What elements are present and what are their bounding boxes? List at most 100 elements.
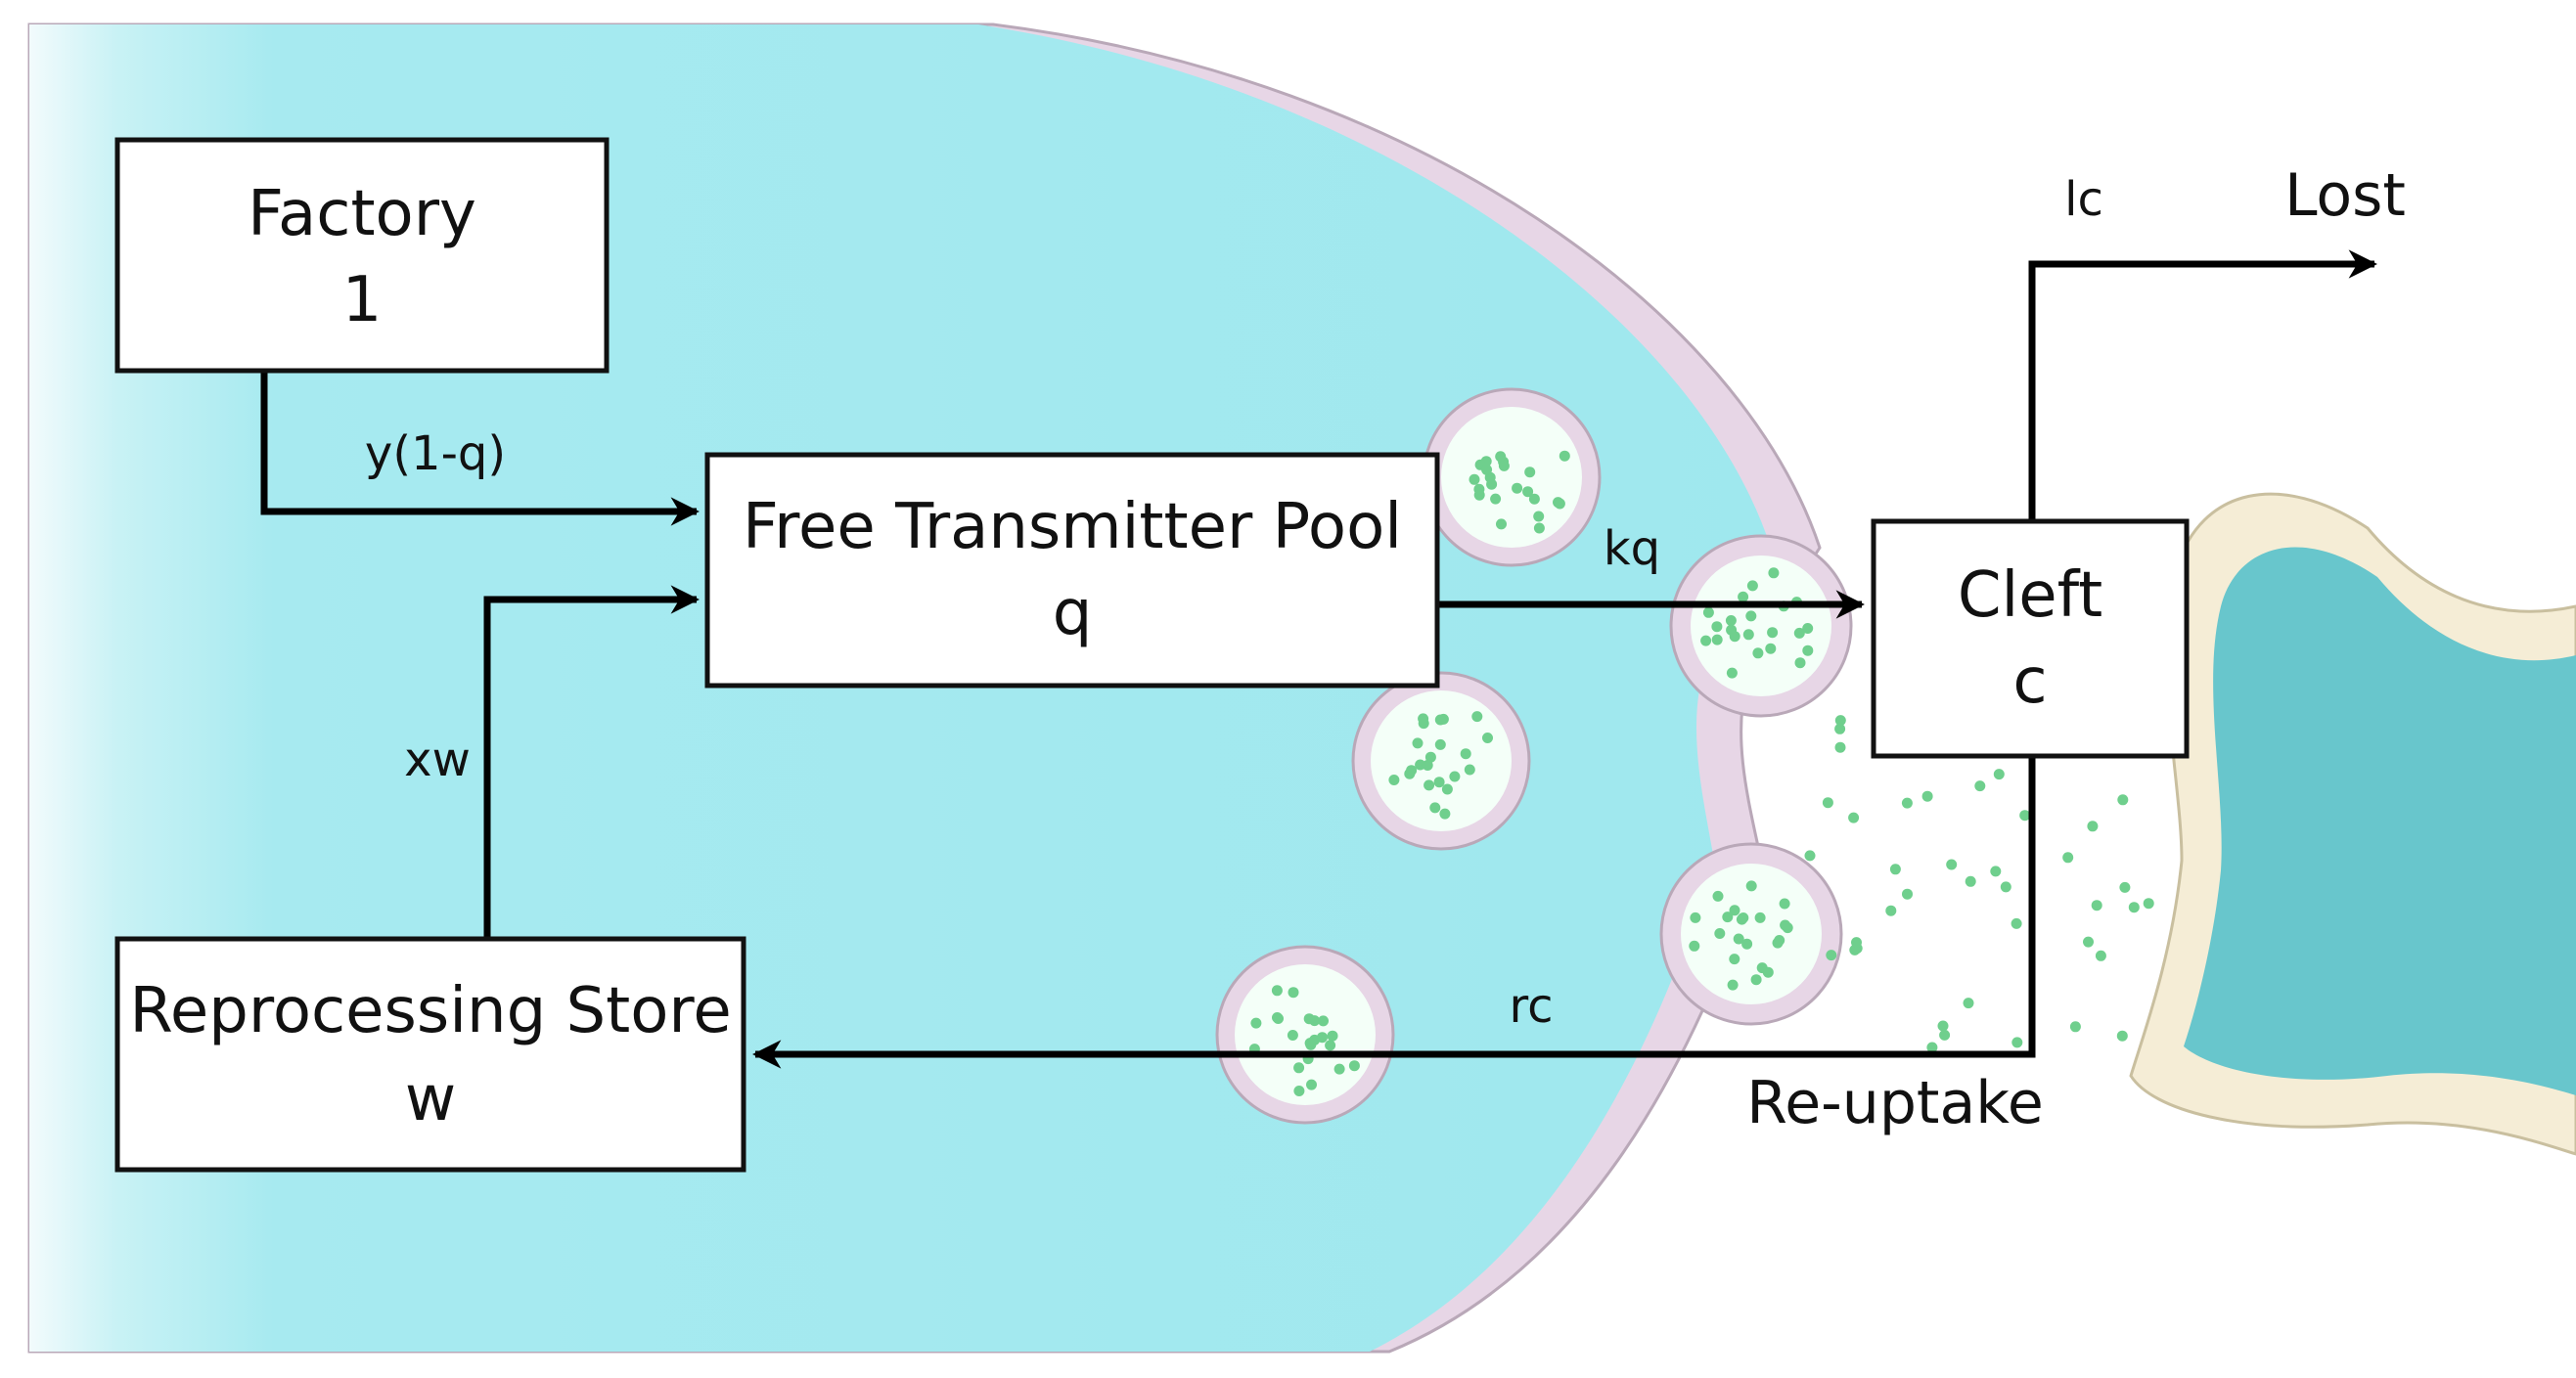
transmitter-dot [1293, 1086, 1305, 1096]
transmitter-dot [1272, 1012, 1283, 1023]
transmitter-dot [2116, 1030, 2128, 1042]
transmitter-dot [1303, 1013, 1315, 1025]
transmitter-dot [1333, 1063, 1345, 1075]
transmitter-dot [1533, 522, 1545, 534]
transmitter-dot [1482, 733, 1493, 743]
transmitter-dot [2143, 898, 2154, 910]
transmitter-dot [1429, 802, 1441, 814]
transmitter-dot [1460, 748, 1471, 760]
transmitter-dot [2062, 852, 2074, 864]
transmitter-dot [1418, 713, 1429, 725]
free-transmitter-pool-box: Free Transmitter Pool q [704, 452, 1440, 689]
transmitter-dot [1412, 737, 1424, 749]
transmitter-dot [1729, 954, 1740, 965]
cleft-title: Cleft [1958, 559, 2102, 632]
transmitter-dot [1902, 888, 1913, 900]
transmitter-dot [2128, 902, 2140, 913]
label-reprocess-rate: xw [404, 733, 471, 787]
transmitter-dot [1993, 769, 2005, 780]
transmitter-dot [1774, 935, 1785, 946]
transmitter-dot [1762, 966, 1774, 978]
pool-title: Free Transmitter Pool [743, 491, 1402, 563]
transmitter-dot [1288, 987, 1299, 999]
transmitter-dot [1742, 629, 1754, 641]
transmitter-dot [1528, 493, 1540, 505]
arrow-factory-to-pool [260, 370, 700, 526]
transmitter-dot [1250, 1017, 1262, 1029]
transmitter-dot [1725, 615, 1737, 626]
transmitter-dot [1727, 979, 1739, 991]
transmitter-dot [1348, 1060, 1360, 1072]
transmitter-dot [1496, 518, 1507, 530]
transmitter-dot [1974, 780, 1986, 792]
transmitter-dot [1851, 937, 1862, 949]
transmitter-dot [2119, 881, 2131, 893]
transmitter-dot [1464, 764, 1475, 776]
transmitter-dot [2011, 917, 2022, 929]
transmitter-dot [1733, 933, 1744, 945]
transmitter-dot [1834, 715, 1846, 727]
transmitter-dot [1711, 621, 1723, 633]
store-value: w [405, 1063, 456, 1135]
cleft-box: Cleft c [1871, 518, 2190, 759]
transmitter-dot [1422, 760, 1433, 771]
transmitter-dot [1559, 450, 1570, 462]
transmitter-dot [1965, 875, 1976, 887]
transmitter-dot [1490, 493, 1502, 505]
transmitter-dot [2091, 900, 2102, 911]
factory-title: Factory [248, 178, 476, 250]
transmitter-dot [1754, 911, 1766, 923]
factory-value: 1 [342, 264, 383, 336]
vesicle [1351, 671, 1531, 851]
label-reuptake-rate: rc [1509, 979, 1553, 1034]
transmitter-dot [1889, 864, 1901, 875]
transmitter-dot [1722, 911, 1734, 923]
transmitter-dot [1794, 657, 1806, 669]
transmitter-dot [1512, 482, 1523, 494]
transmitter-dot [1752, 647, 1764, 659]
transmitter-dot [1327, 1030, 1338, 1042]
transmitter-dot [1822, 797, 1833, 809]
store-title: Reprocessing Store [129, 975, 731, 1047]
transmitter-dot [1712, 890, 1724, 902]
vesicles [1215, 387, 1853, 1125]
arrow-cleft-to-lost [2028, 249, 2377, 520]
arrow-cleft-to-store [752, 756, 2036, 1069]
transmitter-dot [1271, 985, 1283, 997]
transmitter-dot [1471, 711, 1483, 723]
transmitter-dot [1388, 775, 1400, 785]
transmitter-dot [1939, 1029, 1951, 1041]
reprocessing-store-box: Reprocessing Store w [114, 936, 746, 1173]
transmitter-dot [1473, 489, 1485, 501]
transmitter-dot [1767, 627, 1779, 639]
postsynaptic-terminal [2129, 492, 2576, 1156]
transmitter-dot [2019, 810, 2031, 822]
transmitter-dot [1306, 1079, 1317, 1090]
transmitter-dot [1711, 634, 1723, 645]
transmitter-dot [1434, 714, 1446, 726]
transmitter-dot [1779, 898, 1790, 910]
transmitter-dot [1689, 940, 1700, 952]
transmitter-dot [1937, 1020, 1949, 1032]
vesicle [1215, 945, 1395, 1125]
transmitter-dot [1826, 950, 1837, 961]
label-lost: Lost [2284, 161, 2406, 230]
transmitter-dot [1434, 738, 1446, 750]
label-production-rate: y(1-q) [365, 426, 506, 481]
transmitter-dot [1834, 723, 1846, 734]
flow-arrows [260, 249, 2377, 1069]
transmitter-dot [1834, 741, 1846, 753]
transmitter-dot [2083, 936, 2094, 948]
transmitter-dot [1802, 645, 1814, 656]
transmitter-dot [1804, 850, 1816, 862]
transmitter-dot [1469, 473, 1480, 485]
transmitter-dot [1439, 808, 1451, 820]
transmitter-dot [1304, 1038, 1316, 1049]
transmitter-dot [1729, 631, 1740, 643]
transmitter-dot [1726, 667, 1738, 679]
transmitter-dot [2000, 881, 2011, 893]
transmitter-dot [1433, 777, 1445, 788]
transmitter-dot [1802, 623, 1814, 634]
transmitter-dot [1524, 467, 1536, 478]
